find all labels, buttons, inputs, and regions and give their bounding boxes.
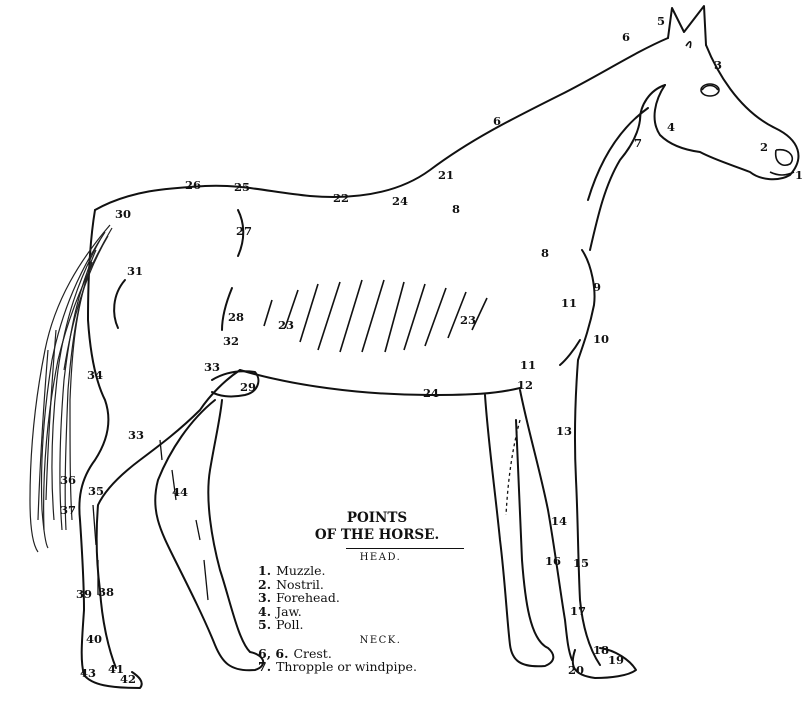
point-label: 30: [115, 209, 131, 221]
point-label: 10: [593, 334, 609, 346]
point-label: 26: [185, 180, 201, 192]
horse-haunch: [114, 280, 125, 328]
point-label: 38: [98, 587, 114, 599]
point-label: 22: [333, 193, 349, 205]
point-label: 35: [88, 486, 104, 498]
legend-item: 3.Forehead.: [258, 591, 498, 605]
horse-far-hind-leg: [155, 400, 263, 670]
point-label: 5: [657, 16, 665, 28]
horse-nostril: [776, 150, 793, 165]
point-label: 37: [60, 505, 76, 517]
point-label: 2: [760, 142, 768, 154]
point-label: 4: [667, 122, 675, 134]
point-label: 32: [223, 336, 239, 348]
horse-topline: [95, 38, 668, 210]
point-label: 39: [76, 589, 92, 601]
point-label: 1: [795, 170, 803, 182]
horse-chest: [575, 250, 600, 665]
point-label: 21: [438, 170, 454, 182]
legend-item: 7. Thropple or windpipe.: [258, 660, 498, 674]
point-label: 40: [86, 634, 102, 646]
point-label: 11: [520, 360, 536, 372]
point-label: 6: [622, 32, 630, 44]
point-label: 12: [517, 380, 533, 392]
legend-item: 6, 6.Crest.: [258, 647, 498, 661]
point-label: 13: [556, 426, 572, 438]
point-label: 20: [568, 665, 584, 677]
point-label: 24: [423, 388, 439, 400]
point-label: 8: [541, 248, 549, 260]
point-label: 44: [172, 487, 188, 499]
point-label: 18: [593, 645, 609, 657]
legend-item-text: Poll.: [276, 617, 303, 632]
horse-belly: [240, 370, 520, 395]
legend-item-number: 1.: [258, 563, 271, 578]
point-label: 31: [127, 266, 143, 278]
point-label: 43: [80, 668, 96, 680]
point-label: 28: [228, 312, 244, 324]
point-label: 16: [545, 556, 561, 568]
point-label: 27: [236, 226, 252, 238]
legend-item-number: 5.: [258, 617, 271, 632]
point-label: 9: [593, 282, 601, 294]
point-label: 23: [460, 315, 476, 327]
point-label: 15: [573, 558, 589, 570]
legend-item: 5. Poll.: [258, 618, 498, 632]
point-label: 25: [234, 182, 250, 194]
point-label: 34: [87, 370, 103, 382]
point-label: 33: [128, 430, 144, 442]
point-label: 29: [240, 382, 256, 394]
point-label: 17: [570, 606, 586, 618]
legend-section-heading: HEAD.: [258, 552, 503, 563]
legend-section-heading: NECK.: [258, 635, 503, 646]
point-label: 11: [561, 298, 577, 310]
legend-item-text: Thropple or windpipe.: [276, 659, 417, 674]
legend-title-line-2: OF THE HORSE.: [282, 527, 472, 544]
point-label: 3: [714, 60, 722, 72]
point-label: 19: [608, 655, 624, 667]
point-label: 23: [278, 320, 294, 332]
point-label: 36: [60, 475, 76, 487]
point-label: 8: [452, 204, 460, 216]
legend-divider: [346, 548, 464, 549]
horse-hind-leg-front: [97, 370, 240, 668]
horse-ears: [668, 6, 706, 45]
horse-ribs: [264, 280, 487, 352]
legend-item-number: 3.: [258, 590, 271, 605]
legend-item-number: 7.: [258, 659, 271, 674]
point-label: 42: [120, 674, 136, 686]
point-label: 24: [392, 196, 408, 208]
point-label: 7: [634, 138, 642, 150]
point-label: 33: [204, 362, 220, 374]
point-label: 6: [493, 116, 501, 128]
horse-rump: [79, 210, 141, 688]
legend: POINTS OF THE HORSE. HEAD. 1.Muzzle. 2.N…: [258, 510, 498, 674]
legend-item: 1.Muzzle.: [258, 564, 498, 578]
legend-title-line-1: POINTS: [282, 510, 472, 527]
legend-item: 4.Jaw.: [258, 605, 498, 619]
legend-item: 2.Nostril.: [258, 578, 498, 592]
point-label: 14: [551, 516, 567, 528]
